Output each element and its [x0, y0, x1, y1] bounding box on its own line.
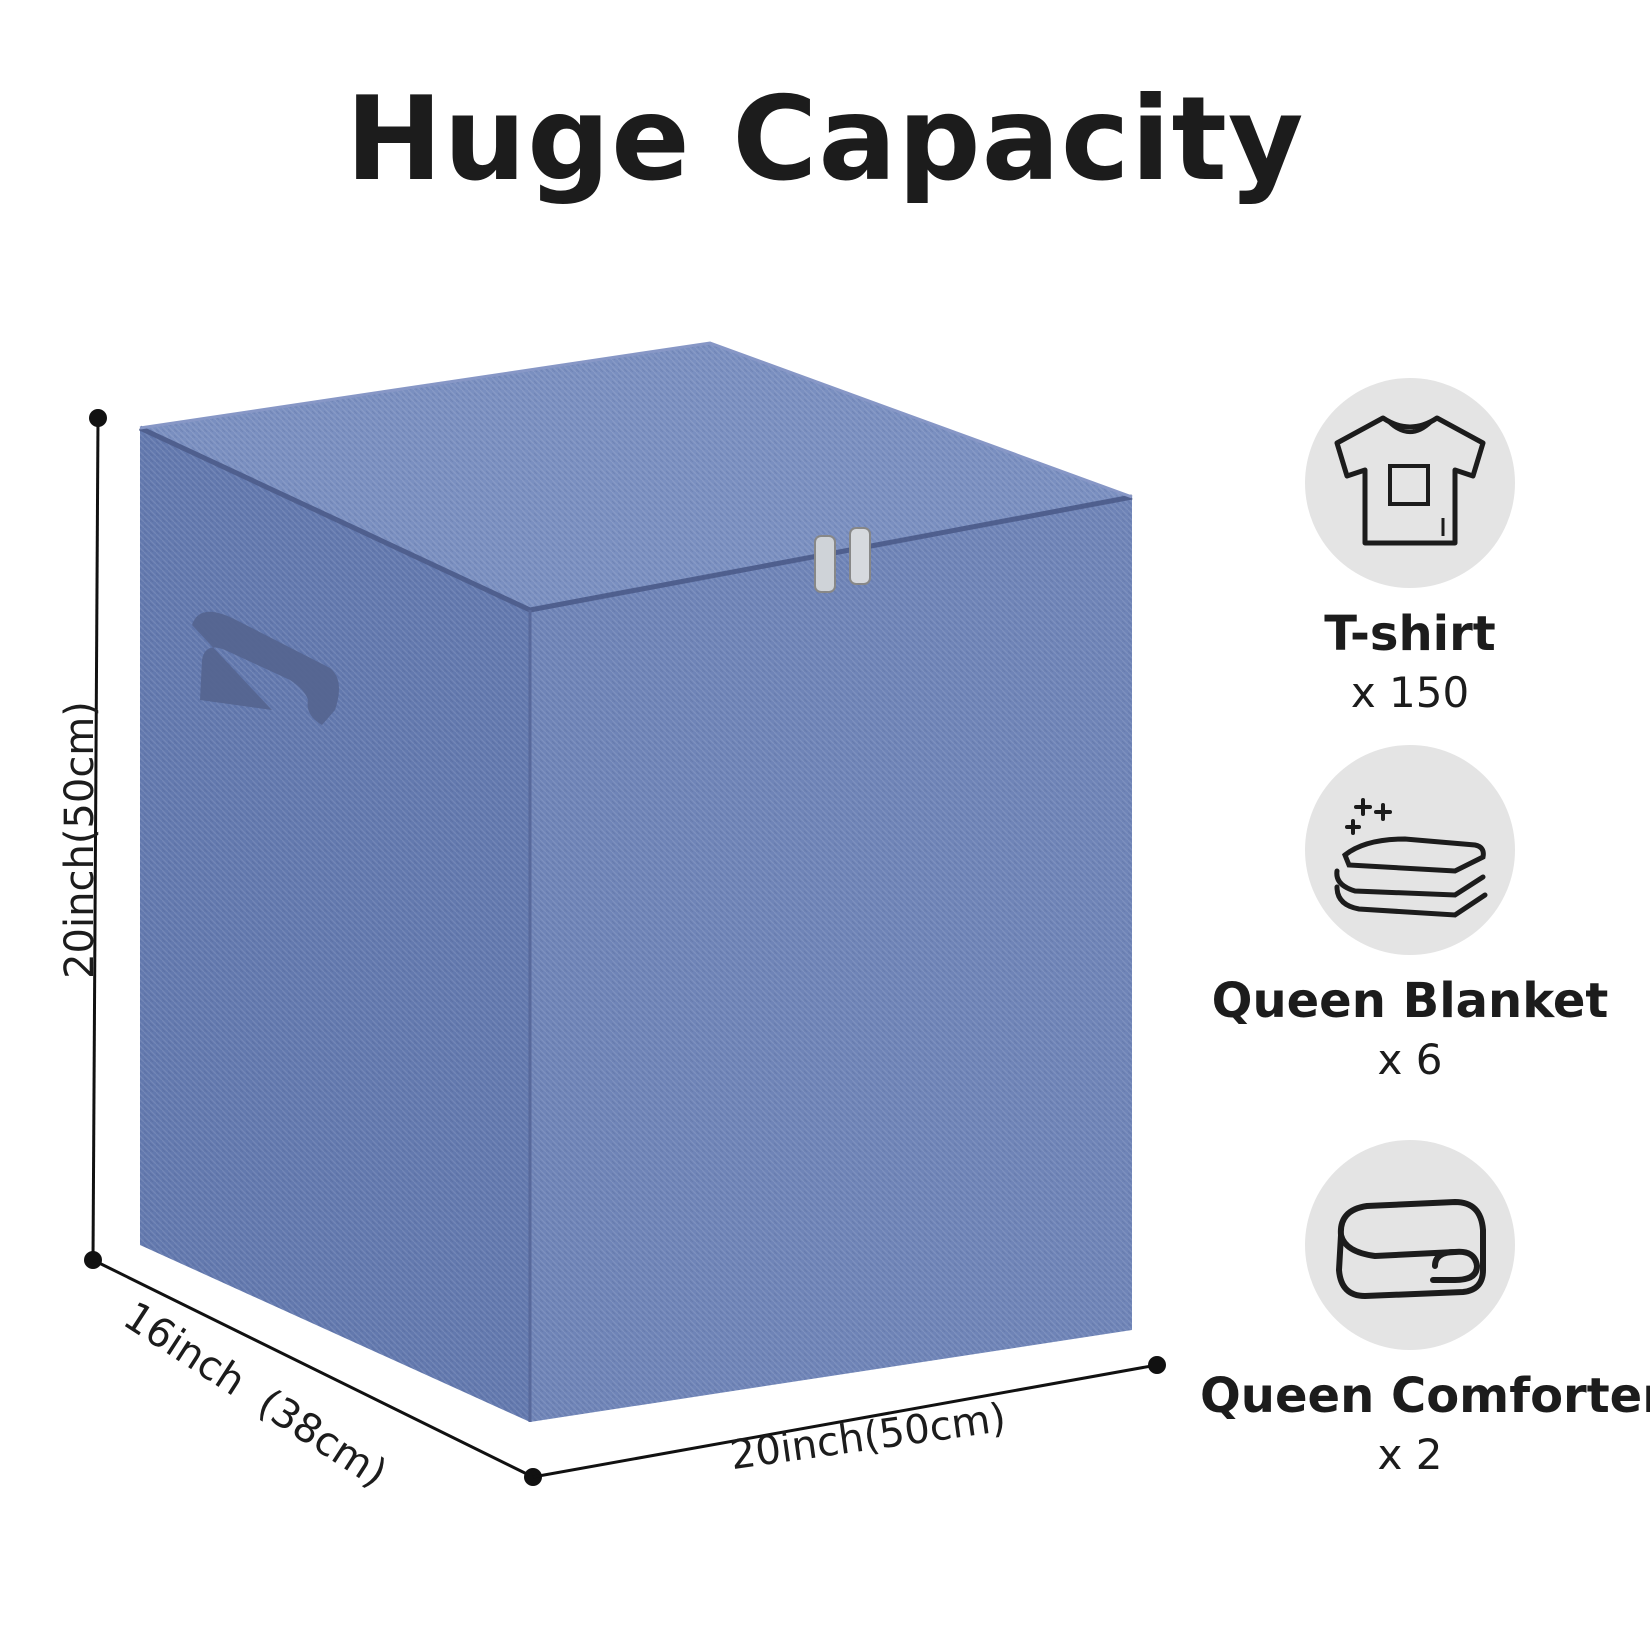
- height-label: 20inch(50cm): [57, 701, 103, 979]
- capacity-item-quantity: x 6: [1377, 1035, 1443, 1084]
- depth-dimension-line: [92, 1258, 534, 1479]
- capacity-item-quantity: x 150: [1350, 668, 1470, 717]
- zipper-pull-icon: [814, 527, 871, 593]
- height-dimension-line: [91, 417, 100, 1261]
- icon-circle: [1305, 1140, 1515, 1350]
- capacity-item-blanket: Queen Blanket x 6: [1200, 745, 1620, 1084]
- icon-circle: [1305, 378, 1515, 588]
- blanket-icon: [1334, 798, 1488, 918]
- capacity-item-tshirt: T-shirt x 150: [1200, 378, 1620, 717]
- capacity-item-comforter: Queen Comforter x 2: [1200, 1140, 1650, 1479]
- icon-circle: [1305, 745, 1515, 955]
- capacity-item-name: Queen Comforter: [1200, 1368, 1650, 1424]
- width-dimension-line: [532, 1363, 1158, 1479]
- handle-icon: [192, 611, 339, 725]
- page-title: Huge Capacity: [345, 72, 1305, 207]
- capacity-item-name: T-shirt: [1324, 606, 1496, 662]
- comforter-icon: [1336, 1199, 1486, 1299]
- capacity-item-name: Queen Blanket: [1211, 973, 1609, 1029]
- capacity-item-quantity: x 2: [1377, 1430, 1443, 1479]
- tshirt-icon: [1334, 415, 1486, 546]
